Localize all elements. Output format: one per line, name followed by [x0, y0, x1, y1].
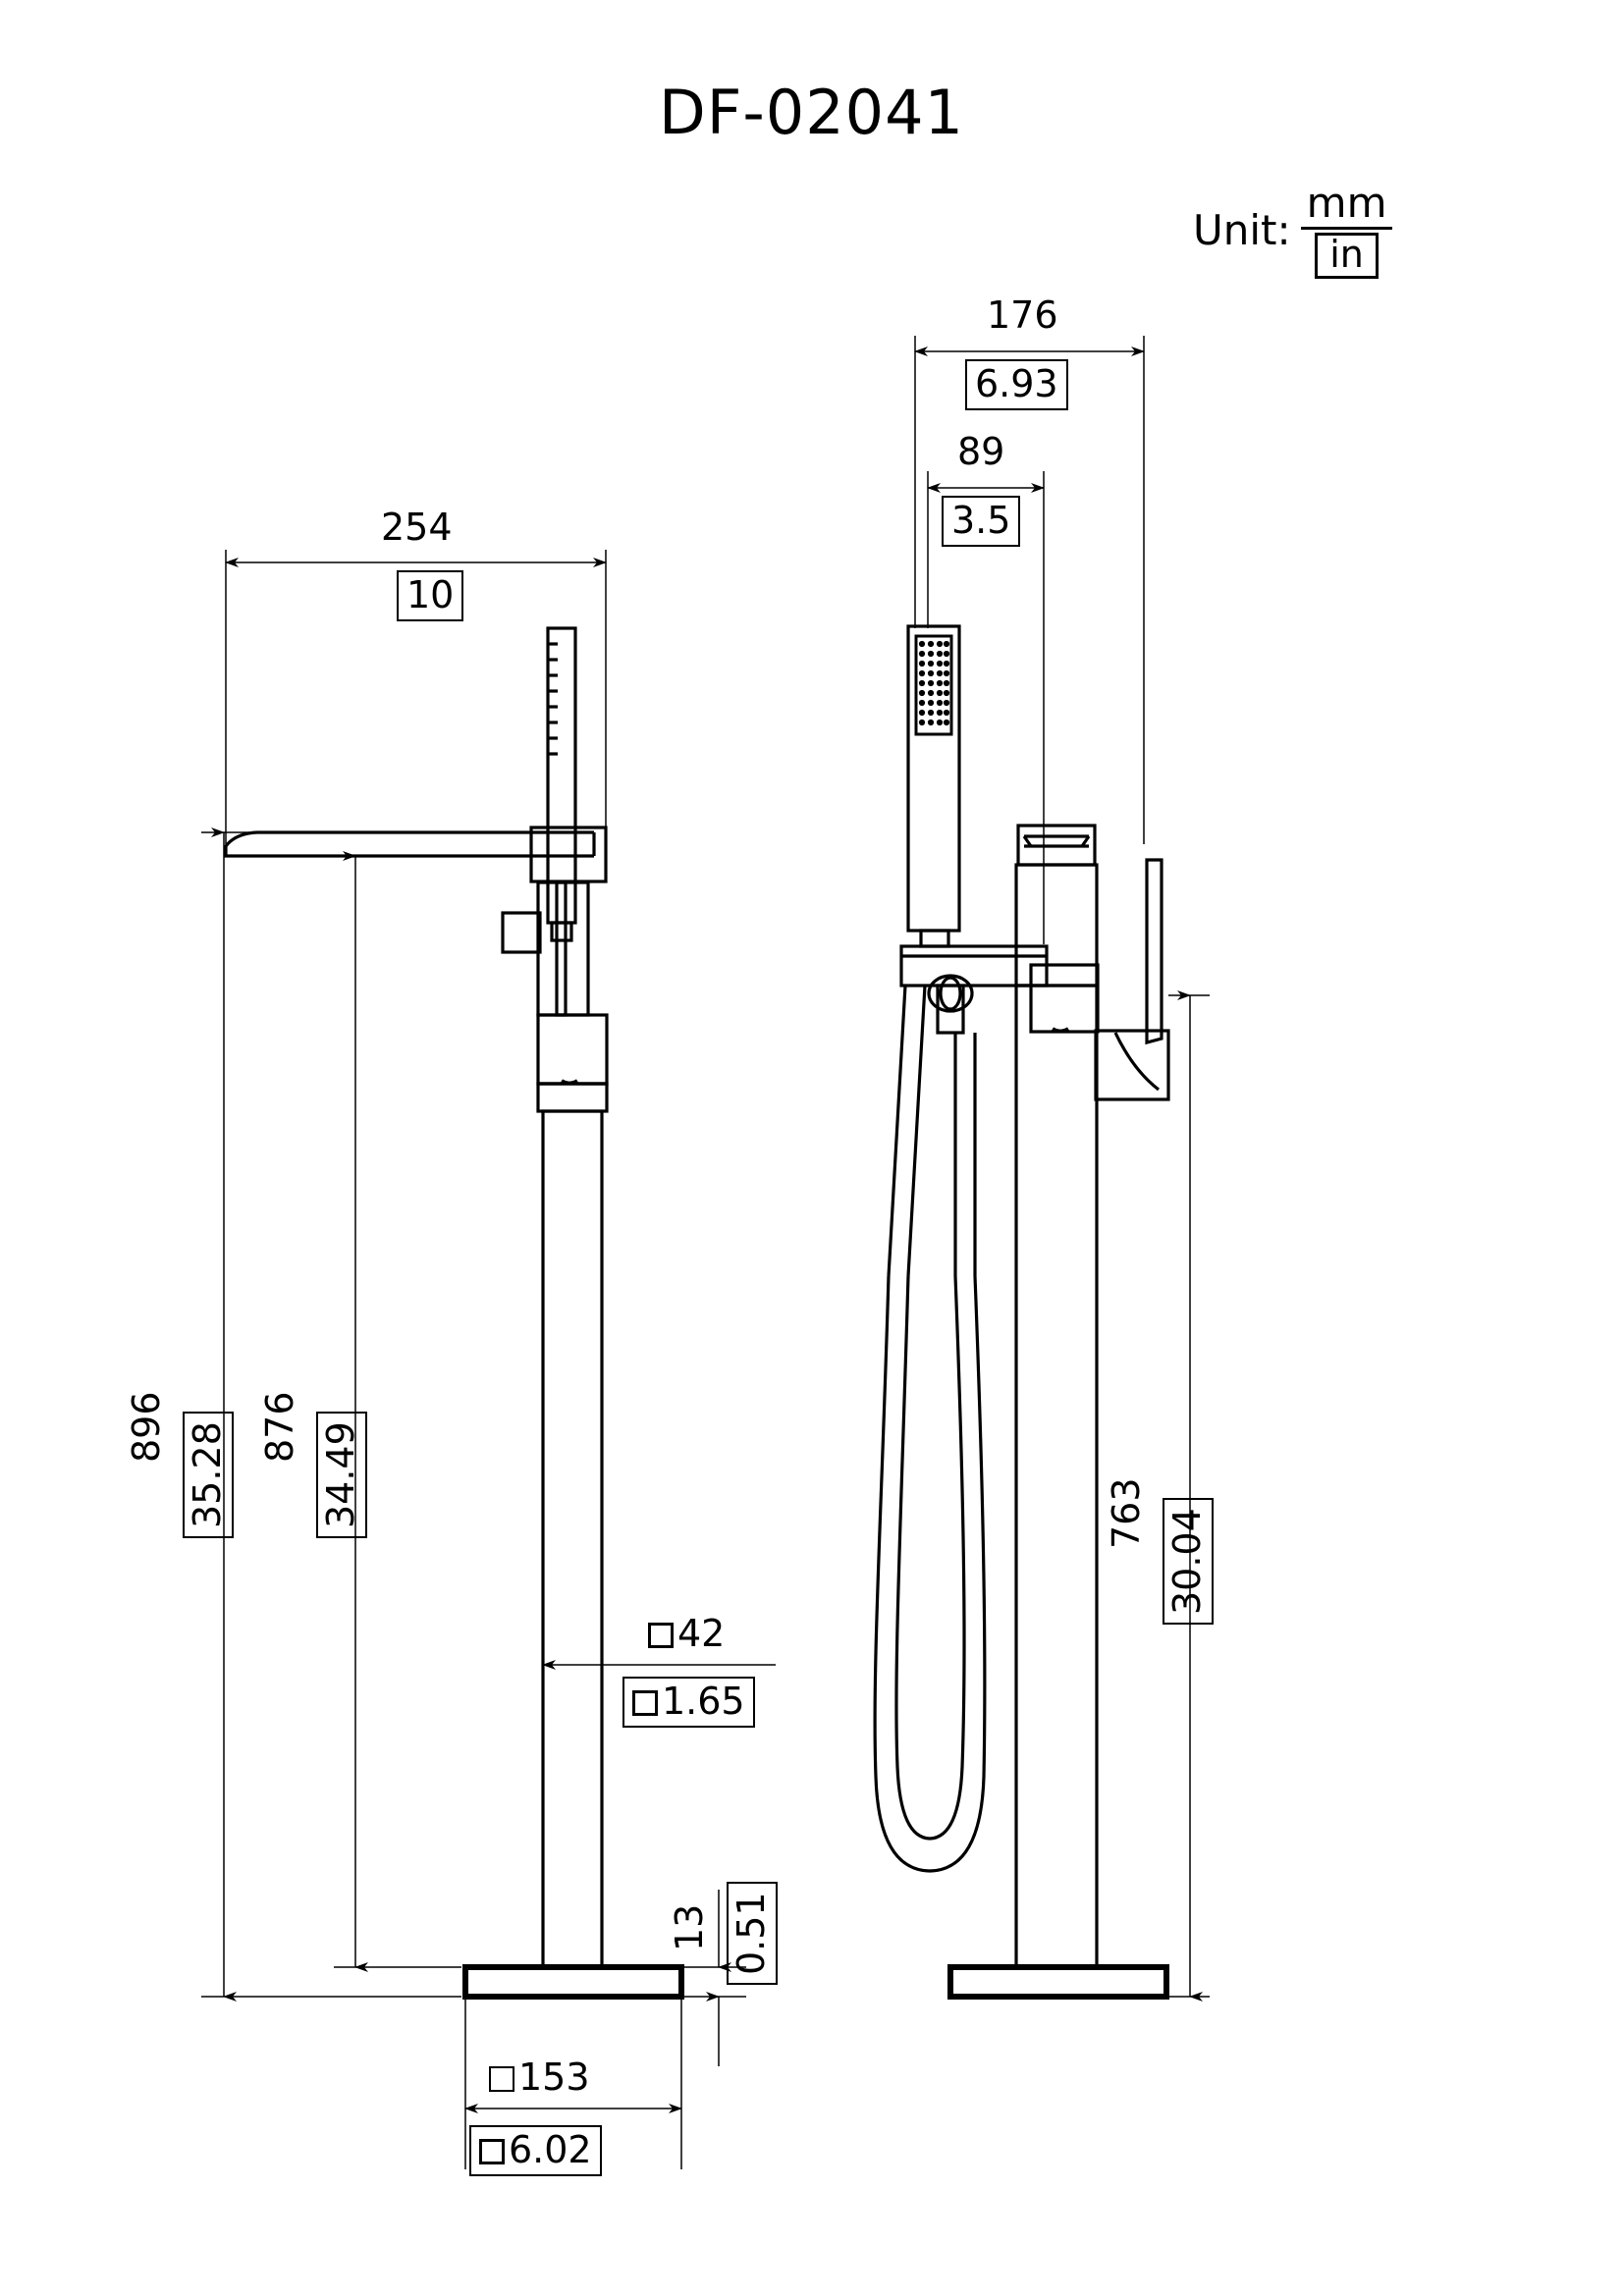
- handshower-front: [546, 626, 577, 942]
- dim-riser-size-in: 1.65: [622, 1677, 755, 1728]
- spout-side: [1016, 824, 1097, 867]
- dim-spout-reach-in: 10: [397, 570, 464, 621]
- unit-label: Unit:: [1193, 206, 1291, 255]
- dim-base-size-in-value: 6.02: [509, 2128, 592, 2171]
- base-plate-side: [947, 1964, 1169, 2000]
- dim-base-thickness-mm: 13: [668, 1903, 711, 1951]
- square-symbol-icon: [479, 2139, 505, 2164]
- page-title: DF-02041: [658, 77, 964, 148]
- square-symbol-icon: [648, 1623, 674, 1648]
- riser-upper-side: [1014, 863, 1099, 988]
- front-elevation-faucet: [224, 626, 684, 2000]
- riser-column-side: [1014, 984, 1099, 1969]
- riser-upper-front: [536, 881, 568, 1017]
- dim-spout-width-mm: 89: [957, 430, 1005, 473]
- dim-side-height-in: 30.04: [1163, 1498, 1214, 1625]
- unit-numerator-mm: mm: [1306, 179, 1387, 227]
- handshower-side: [906, 624, 961, 948]
- dimension-lines: [201, 336, 1210, 2169]
- hose-connector-side: [927, 974, 974, 1035]
- valve-body-side: [1029, 963, 1100, 1034]
- dim-base-size-mm: 153: [489, 2058, 590, 2096]
- base-plate-front: [462, 1964, 684, 2000]
- dim-riser-size-in-value: 1.65: [662, 1680, 745, 1723]
- dim-base-thickness-in: 0.51: [727, 1882, 778, 1985]
- riser-column-front: [541, 1109, 604, 1969]
- dim-spout-height-in: 34.49: [316, 1412, 367, 1538]
- dim-handshower-offset-in: 6.93: [965, 359, 1068, 410]
- dim-spout-reach-mm: 254: [381, 506, 453, 549]
- unit-denominator-in: in: [1315, 233, 1379, 280]
- dim-riser-size-mm: 42: [648, 1615, 725, 1652]
- hose-side: [873, 1033, 987, 1873]
- lever-handle-side: [1094, 858, 1170, 1101]
- spout-front: [224, 830, 596, 858]
- unit-fraction: mm in: [1300, 179, 1393, 280]
- handshower-holder-front: [555, 881, 590, 1017]
- side-elevation-faucet: [873, 624, 1170, 2000]
- dim-spout-width-in: 3.5: [942, 496, 1021, 547]
- holder-crossbar-side: [899, 944, 1049, 988]
- dim-handshower-offset-mm: 176: [987, 294, 1058, 337]
- unit-fraction-bar: [1300, 227, 1393, 231]
- valve-collar-front: [536, 1082, 609, 1113]
- dim-overall-height-mm: 896: [125, 1391, 168, 1463]
- square-symbol-icon: [489, 2066, 514, 2092]
- unit-annotation: Unit: mm in: [1193, 179, 1393, 280]
- dim-base-size-in: 6.02: [469, 2125, 602, 2176]
- square-symbol-icon: [632, 1690, 658, 1716]
- lever-handle-front: [501, 911, 542, 954]
- valve-body-front: [536, 1013, 609, 1086]
- dim-riser-size-mm-value: 42: [677, 1612, 726, 1655]
- dim-base-size-mm-value: 153: [518, 2056, 590, 2099]
- dim-overall-height-in: 35.28: [183, 1412, 234, 1538]
- dim-side-height-mm: 763: [1105, 1477, 1148, 1549]
- dim-spout-height-mm: 876: [258, 1391, 301, 1463]
